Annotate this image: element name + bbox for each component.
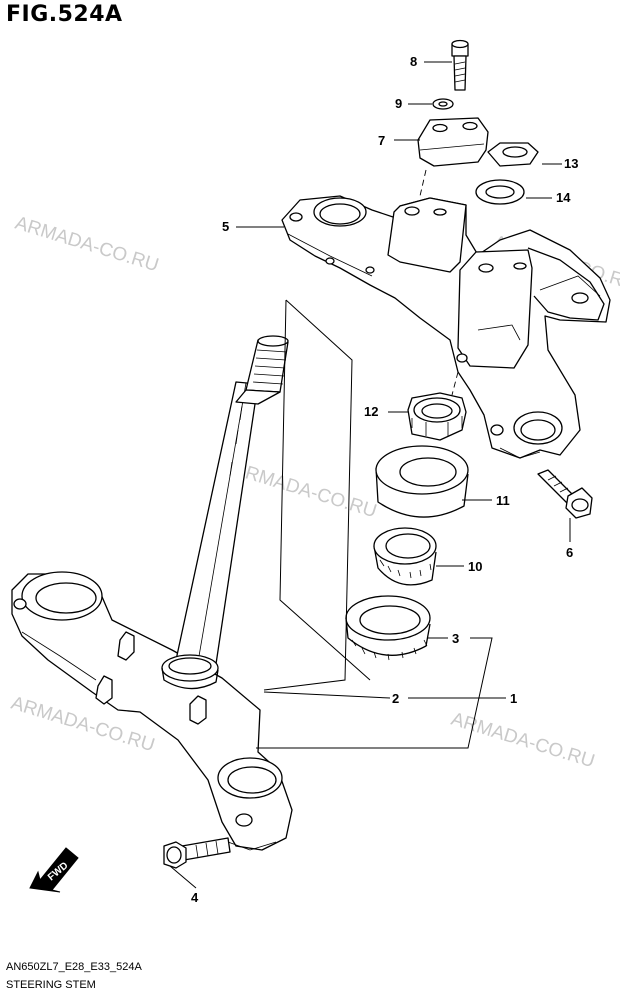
diagram-code: AN650ZL7_E28_E33_524A <box>6 961 142 973</box>
callout-4: 4 <box>191 890 199 905</box>
callout-6: 6 <box>566 545 573 560</box>
dust-seal-11 <box>375 445 469 518</box>
handlebar-holder-7 <box>417 117 489 167</box>
watermark-2: ARMADA-CO.RU <box>231 459 379 523</box>
callout-7: 7 <box>378 133 385 148</box>
callout-8: 8 <box>410 54 417 69</box>
watermark-5: ARMADA-CO.RU <box>449 709 597 773</box>
bearing-3 <box>345 595 431 661</box>
nut-13 <box>487 142 539 167</box>
callout-10: 10 <box>468 559 482 574</box>
callout-2: 2 <box>392 691 399 706</box>
leader-lines <box>169 61 571 889</box>
assembly-line-2 <box>263 691 391 699</box>
bolt-8 <box>451 39 469 91</box>
assembly-line-stem-2 <box>279 299 371 681</box>
callout-14: 14 <box>556 190 571 205</box>
bolt-4 <box>163 837 231 869</box>
ring-nut-12 <box>407 392 467 441</box>
upper-bracket-5 <box>281 195 611 459</box>
bolt-6 <box>537 469 593 519</box>
steering-stem-1 <box>11 335 293 851</box>
washer-9 <box>432 98 454 110</box>
figure-title: FIG.524A <box>6 2 123 27</box>
bearing-10 <box>373 527 437 586</box>
callout-12: 12 <box>364 404 378 419</box>
watermark-1: ARMADA-CO.RU <box>13 213 161 277</box>
callout-13: 13 <box>564 156 578 171</box>
callout-9: 9 <box>395 96 402 111</box>
callout-3: 3 <box>452 631 459 646</box>
alignment-line-upper <box>419 169 427 197</box>
callout-1: 1 <box>510 691 517 706</box>
callout-11: 11 <box>496 493 510 508</box>
fwd-arrow-icon: FWD <box>29 847 79 893</box>
callout-5: 5 <box>222 219 229 234</box>
assembly-line-stem <box>263 299 353 691</box>
alignment-line-mid <box>451 371 459 396</box>
assembly-line-1 <box>256 637 493 749</box>
washer-14 <box>475 179 525 205</box>
diagram-name: STEERING STEM <box>6 979 96 991</box>
